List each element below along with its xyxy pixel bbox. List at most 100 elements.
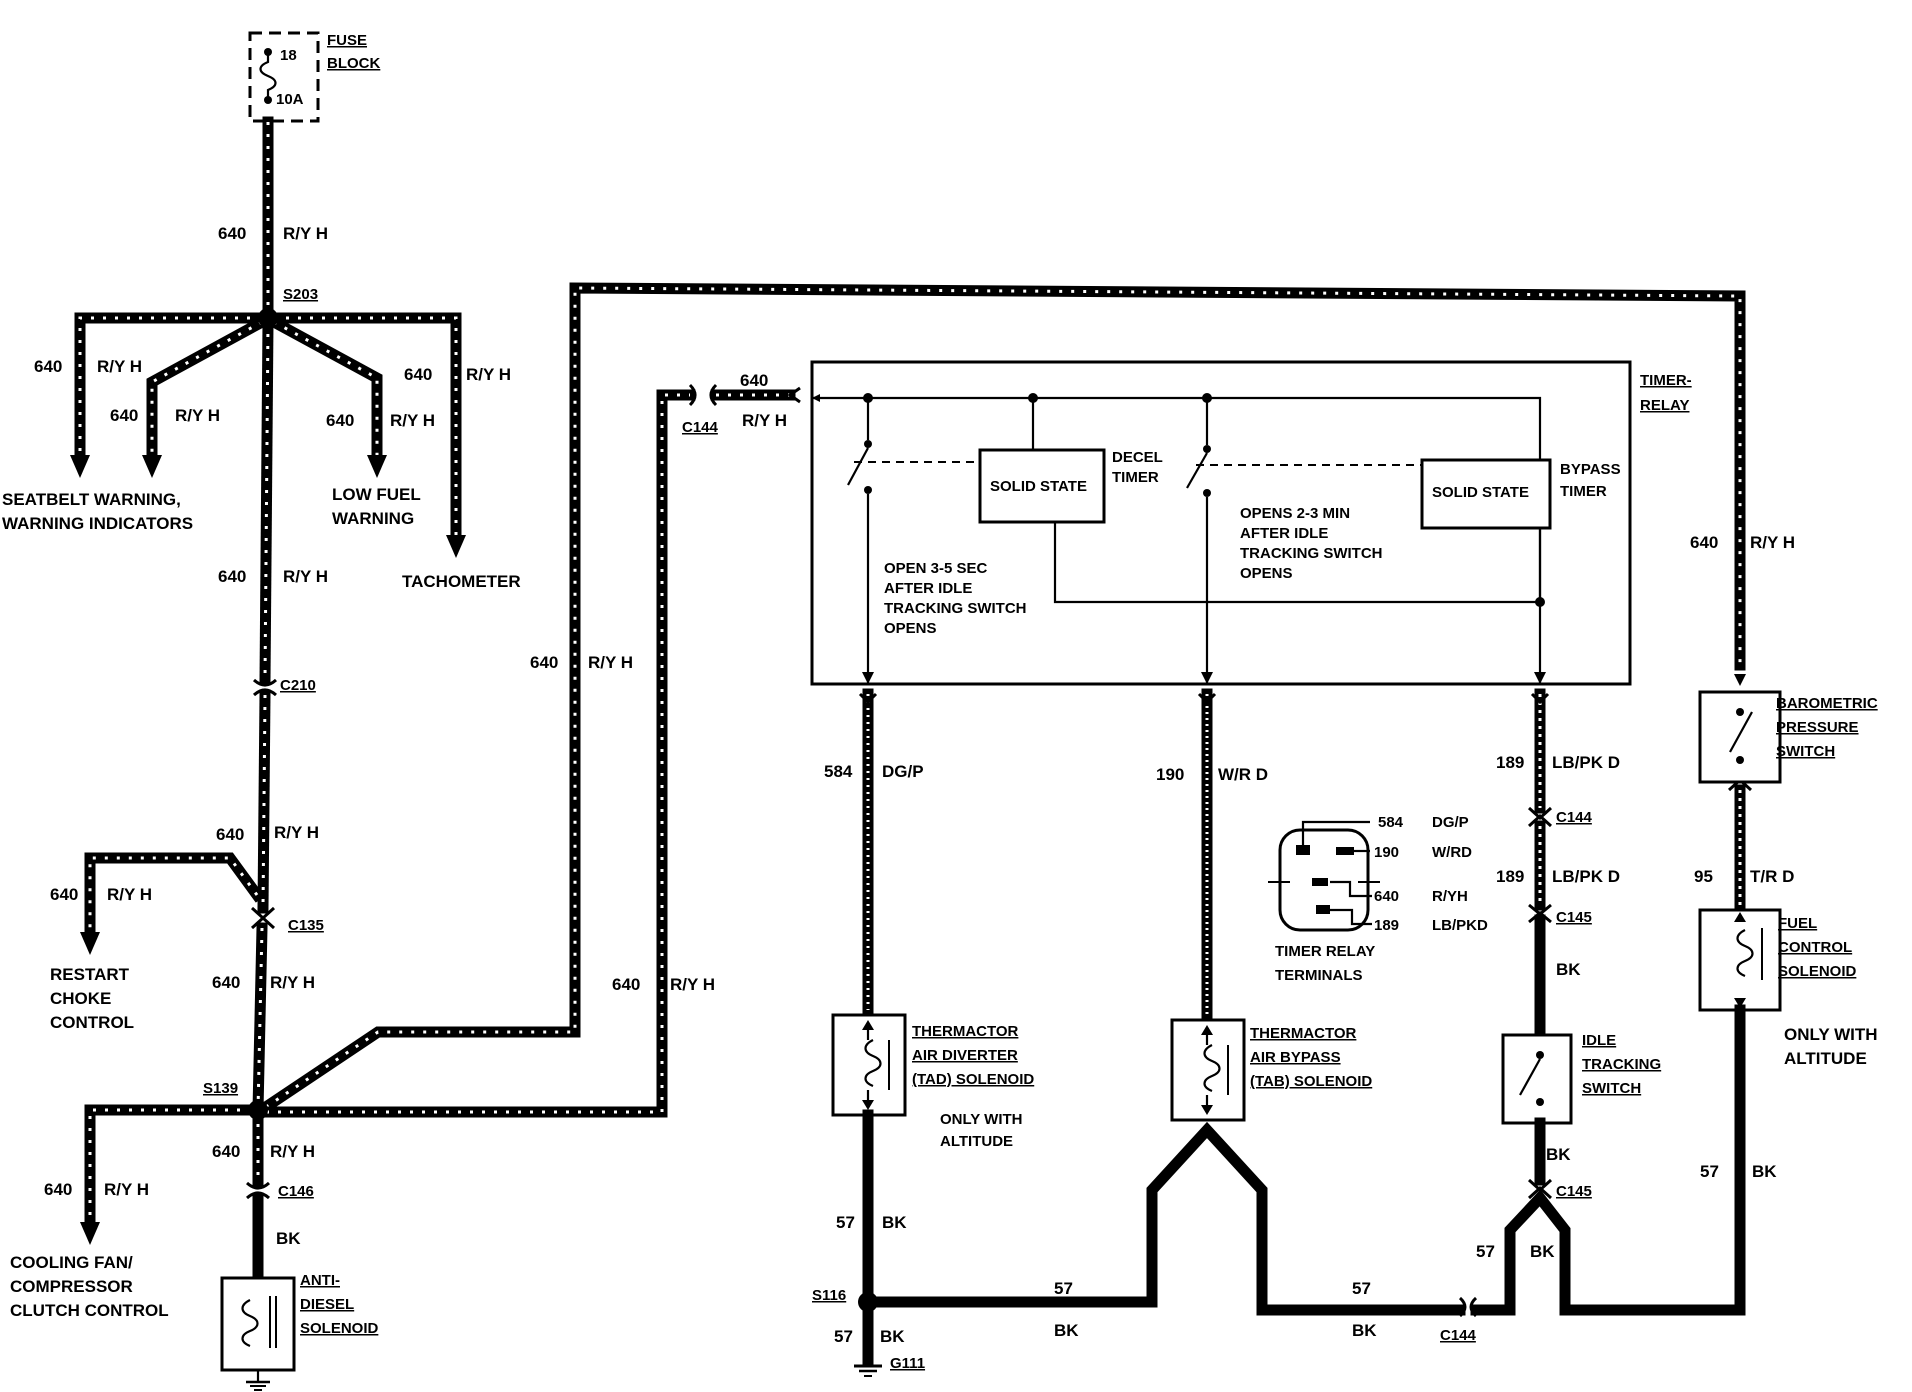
wire-color-lbpk: LB/PK D bbox=[1552, 753, 1620, 772]
fuse-block: 18 10A FUSE BLOCK bbox=[248, 31, 380, 123]
wire-label-57: 57 bbox=[1700, 1162, 1719, 1181]
altitude-label: ALTITUDE bbox=[1784, 1049, 1867, 1068]
terminal-2-color: W/RD bbox=[1432, 844, 1472, 861]
open35-note-4: OPENS bbox=[884, 620, 937, 637]
compressor-label: COMPRESSOR bbox=[10, 1277, 133, 1296]
fuel-label: FUEL bbox=[1778, 915, 1817, 932]
open35-note-2: AFTER IDLE bbox=[884, 580, 972, 597]
wire-color-ry: R/Y H bbox=[107, 885, 152, 904]
control-label: CONTROL bbox=[50, 1013, 134, 1032]
bypass-timer-label-2: TIMER bbox=[1560, 483, 1607, 500]
timer-relay-terminals: 584 DG/P 190 W/RD 640 R/YH 189 LB/PKD TI… bbox=[1268, 814, 1488, 984]
wire-color-bk: BK bbox=[1352, 1321, 1377, 1340]
left-wire-labels: 640 R/Y H S203 640 R/Y H 640 R/Y H 640 R… bbox=[2, 224, 787, 1320]
open35-note-3: TRACKING SWITCH bbox=[884, 600, 1027, 617]
anti-diesel-label-1: ANTI- bbox=[300, 1272, 340, 1289]
wire-label-57: 57 bbox=[834, 1327, 853, 1346]
wire-color-ry: R/Y H bbox=[670, 975, 715, 994]
open35-note-1: OPEN 3-5 SEC bbox=[884, 560, 988, 577]
fuse-block-label-1: FUSE bbox=[327, 32, 367, 49]
connector-c145-label-2: C145 bbox=[1556, 1183, 1592, 1200]
bypass-solid-state-label: SOLID STATE bbox=[1432, 484, 1529, 501]
terminal-4-color: LB/PKD bbox=[1432, 917, 1488, 934]
wire-color-bk: BK bbox=[1530, 1242, 1555, 1261]
low-fuel-warning-label: WARNING bbox=[332, 509, 414, 528]
connector-c145-label: C145 bbox=[1556, 909, 1592, 926]
wire-label-189: 189 bbox=[1496, 867, 1524, 886]
wire-color-wrd: W/R D bbox=[1218, 765, 1268, 784]
connector-c135-label: C135 bbox=[288, 917, 324, 934]
pressure-label: PRESSURE bbox=[1776, 719, 1859, 736]
wire-color-ry: R/Y H bbox=[104, 1180, 149, 1199]
connector-c146-label: C146 bbox=[278, 1183, 314, 1200]
fuse-number: 18 bbox=[280, 47, 297, 64]
splice-s203-label: S203 bbox=[283, 286, 318, 303]
terminal-4-number: 189 bbox=[1374, 917, 1399, 934]
wire-label-640: 640 bbox=[1690, 533, 1718, 552]
wire-label-640: 640 bbox=[212, 973, 240, 992]
right-wire-labels: 640 R/Y H 584 DG/P 190 W/R D 189 LB/PK D… bbox=[812, 533, 1878, 1372]
wire-color-ry: R/Y H bbox=[175, 406, 220, 425]
decel-timer-label-2: TIMER bbox=[1112, 469, 1159, 486]
wire-label-57: 57 bbox=[1476, 1242, 1495, 1261]
opens23-note-3: TRACKING SWITCH bbox=[1240, 545, 1383, 562]
wire-color-ry: R/Y H bbox=[742, 411, 787, 430]
wire-label-640: 640 bbox=[110, 406, 138, 425]
wire-color-lbpk: LB/PK D bbox=[1552, 867, 1620, 886]
wire-label-640: 640 bbox=[216, 825, 244, 844]
bypass-timer-label-1: BYPASS bbox=[1560, 461, 1621, 478]
wire-color-bk: BK bbox=[276, 1229, 301, 1248]
connector-c210-label: C210 bbox=[280, 677, 316, 694]
wire-label-640: 640 bbox=[530, 653, 558, 672]
wire-color-ry: R/Y H bbox=[270, 1142, 315, 1161]
wire-color-ry: R/Y H bbox=[274, 823, 319, 842]
switch-label: SWITCH bbox=[1776, 743, 1835, 760]
wire-label-640: 640 bbox=[218, 567, 246, 586]
tab-label-3: (TAB) SOLENOID bbox=[1250, 1073, 1372, 1090]
tracking-label: TRACKING bbox=[1582, 1056, 1661, 1073]
terminal-1-number: 584 bbox=[1378, 814, 1404, 831]
tad-label-2: AIR DIVERTER bbox=[912, 1047, 1018, 1064]
wire-label-640: 640 bbox=[404, 365, 432, 384]
low-fuel-label: LOW FUEL bbox=[332, 485, 421, 504]
fuse-rating: 10A bbox=[276, 91, 304, 108]
wire-color-ry: R/Y H bbox=[283, 567, 328, 586]
tachometer-label: TACHOMETER bbox=[402, 572, 521, 591]
wire-label-95: 95 bbox=[1694, 867, 1713, 886]
control-label-2: CONTROL bbox=[1778, 939, 1852, 956]
wire-color-ry: R/Y H bbox=[1750, 533, 1795, 552]
wire-color-bk: BK bbox=[1546, 1145, 1571, 1164]
tad-solenoid bbox=[831, 1013, 907, 1296]
only-with-label: ONLY WITH bbox=[1784, 1025, 1878, 1044]
fuel-control-solenoid bbox=[1698, 908, 1782, 1316]
idle-label: IDLE bbox=[1582, 1032, 1616, 1049]
wire-color-trd: T/R D bbox=[1750, 867, 1794, 886]
splice-s203-dot bbox=[258, 308, 278, 328]
wire-label-640: 640 bbox=[44, 1180, 72, 1199]
wire-color-ry: R/Y H bbox=[97, 357, 142, 376]
wire-color-bk: BK bbox=[1752, 1162, 1777, 1181]
opens23-note-4: OPENS bbox=[1240, 565, 1293, 582]
wire-color-ry: R/Y H bbox=[390, 411, 435, 430]
wire-label-640: 640 bbox=[612, 975, 640, 994]
wire-color-bk: BK bbox=[880, 1327, 905, 1346]
seatbelt-warning-label: SEATBELT WARNING, bbox=[2, 490, 181, 509]
clutch-control-label: CLUTCH CONTROL bbox=[10, 1301, 169, 1320]
wire-label-57: 57 bbox=[836, 1213, 855, 1232]
wire-color-bk: BK bbox=[1054, 1321, 1079, 1340]
warning-indicators-label: WARNING INDICATORS bbox=[2, 514, 193, 533]
tab-label-1: THERMACTOR bbox=[1250, 1025, 1357, 1042]
circuit-640-wires bbox=[74, 116, 1746, 1228]
terminals-caption-1: TIMER RELAY bbox=[1275, 943, 1375, 960]
wire-color-bk: BK bbox=[1556, 960, 1581, 979]
wire-label-190: 190 bbox=[1156, 765, 1184, 784]
switch-label-2: SWITCH bbox=[1582, 1080, 1641, 1097]
wire-label-640: 640 bbox=[212, 1142, 240, 1161]
decel-timer-label-1: DECEL bbox=[1112, 449, 1163, 466]
connector-c144-label-2: C144 bbox=[1556, 809, 1593, 826]
ground-g111-label: G111 bbox=[890, 1355, 925, 1372]
splice-s116-label: S116 bbox=[812, 1287, 846, 1304]
cooling-fan-label: COOLING FAN/ bbox=[10, 1253, 133, 1272]
solenoid-label: SOLENOID bbox=[1778, 963, 1857, 980]
